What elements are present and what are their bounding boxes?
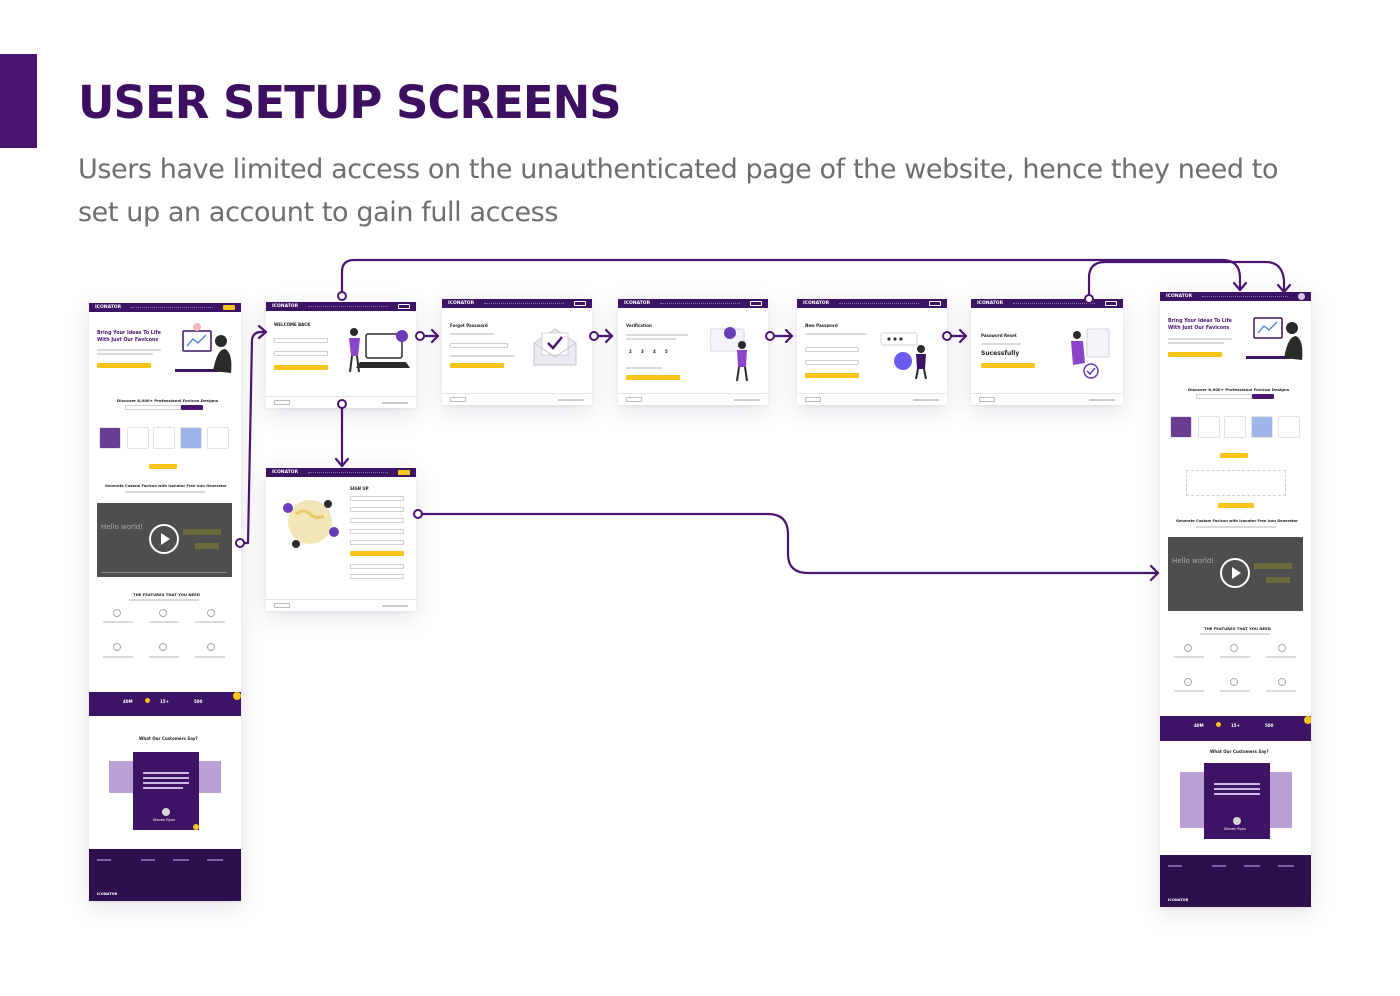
- features-heading-auth: THE FEATURES THAT YOU NEED: [1204, 626, 1271, 631]
- check-icon: [533, 328, 577, 366]
- forgot-password-screen: ICONATOR Forgot Password: [442, 299, 592, 405]
- accent-bar: [0, 54, 37, 148]
- landing-footer: ICONATOR: [89, 849, 241, 901]
- new-password-field[interactable]: [805, 347, 859, 352]
- upload-area[interactable]: [1186, 470, 1286, 496]
- connector-login-to-home: [340, 258, 1242, 298]
- password-reset-screen: ICONATOR Password Reset Sucessfully: [971, 299, 1123, 405]
- promo-video-auth[interactable]: Hello world!: [1168, 537, 1303, 611]
- testimonials-heading: What Our Customers Say?: [139, 736, 198, 741]
- reset-status: Sucessfully: [981, 350, 1020, 357]
- video-text: Hello world!: [101, 523, 144, 531]
- testimonial-card-auth: Steven Ryan: [1204, 763, 1270, 839]
- reset-illustration: [1071, 328, 1110, 379]
- stat-icons: 500: [194, 699, 203, 704]
- signup-title: SIGN UP: [350, 486, 369, 491]
- landing-page-authenticated: ICONATOR Bring Your Ideas To Life With J…: [1160, 292, 1311, 907]
- verify-button[interactable]: [626, 375, 680, 380]
- forgot-title: Forgot Password: [450, 323, 488, 328]
- reviewer-name: Steven Ryan: [153, 818, 175, 822]
- facebook-signup-button[interactable]: [350, 574, 404, 579]
- signup-globe-illustration: [283, 500, 339, 548]
- stats-band-auth: 40M 15+ 500: [1160, 716, 1311, 741]
- avatar[interactable]: [1298, 293, 1305, 300]
- landing-nav: ICONATOR: [89, 303, 241, 312]
- new-password-screen: ICONATOR New Password: [797, 299, 947, 405]
- connector-signup-to-home: [420, 512, 1160, 575]
- landing-footer-auth: ICONATOR: [1160, 855, 1311, 907]
- page-title: USER SETUP SCREENS: [78, 76, 622, 129]
- connector-landing-to-login: [238, 330, 268, 545]
- reset-title: Password Reset: [981, 333, 1017, 338]
- lock-icon: [880, 332, 927, 379]
- login-button[interactable]: [274, 365, 328, 370]
- stat-users: 40M: [123, 699, 133, 704]
- verify-illustration: [710, 327, 748, 382]
- code-digit-3[interactable]: 4: [653, 349, 656, 354]
- login-illustration: [349, 328, 410, 373]
- testimonials-heading-auth: What Our Customers Say?: [1210, 749, 1269, 754]
- generate-heading-auth: Generate Custom Favicon with Iconator Fr…: [1176, 519, 1298, 523]
- stats-band: 40M 15+ 500: [89, 692, 241, 716]
- landing-page-unauthenticated: ICONATOR Bring Your Ideas To Life With J…: [89, 303, 241, 901]
- recovery-email-field[interactable]: [450, 343, 508, 348]
- reset-button[interactable]: [805, 373, 859, 378]
- continue-button[interactable]: [981, 363, 1035, 368]
- code-digit-1[interactable]: 2: [629, 349, 632, 354]
- play-icon[interactable]: [149, 524, 179, 554]
- hero-cta-button[interactable]: [97, 363, 151, 368]
- verification-screen: ICONATOR Verification 2 3 4 5: [618, 299, 768, 405]
- hero-illustration: [175, 323, 232, 373]
- promo-video[interactable]: Hello world!: [97, 503, 232, 577]
- brand-logo: ICONATOR: [95, 305, 122, 310]
- features-heading: THE FEATURES THAT YOU NEED: [133, 592, 200, 597]
- auth-nav: ICONATOR: [1160, 292, 1311, 301]
- signup-screen: ICONATOR SIGN UP: [266, 468, 416, 611]
- stat-years: 15+: [160, 699, 169, 704]
- login-title: WELCOME BACK: [274, 322, 311, 327]
- login-screen: ICONATOR WELCOME BACK: [266, 302, 416, 408]
- hero-title-auth: Bring Your Ideas To Life With Just Our F…: [1168, 319, 1232, 331]
- generate-heading: Generate Custom Favicon with Iconator Fr…: [105, 484, 227, 488]
- new-password-title: New Password: [805, 323, 838, 328]
- verify-title: Verification: [626, 323, 652, 328]
- confirm-password-field[interactable]: [805, 360, 859, 365]
- page-subtitle: Users have limited access on the unauthe…: [78, 154, 1279, 228]
- send-code-button[interactable]: [450, 363, 504, 368]
- discover-heading: Discover 8,000+ Professional Favicon Des…: [117, 398, 219, 403]
- email-field[interactable]: [274, 338, 328, 343]
- code-digit-2[interactable]: 3: [641, 349, 644, 354]
- discover-heading-auth: Discover 8,000+ Professional Favicon Des…: [1188, 387, 1290, 392]
- signup-button[interactable]: [350, 551, 404, 556]
- google-signup-button[interactable]: [350, 564, 404, 569]
- play-icon[interactable]: [1220, 558, 1250, 588]
- hero-title: Bring Your Ideas To Life With Just Our F…: [97, 331, 161, 343]
- footer-brand: ICONATOR: [97, 892, 118, 896]
- testimonial-card: Steven Ryan: [133, 752, 199, 830]
- nav-login-button[interactable]: [223, 305, 235, 310]
- password-field[interactable]: [274, 351, 328, 356]
- code-digit-4[interactable]: 5: [665, 349, 668, 354]
